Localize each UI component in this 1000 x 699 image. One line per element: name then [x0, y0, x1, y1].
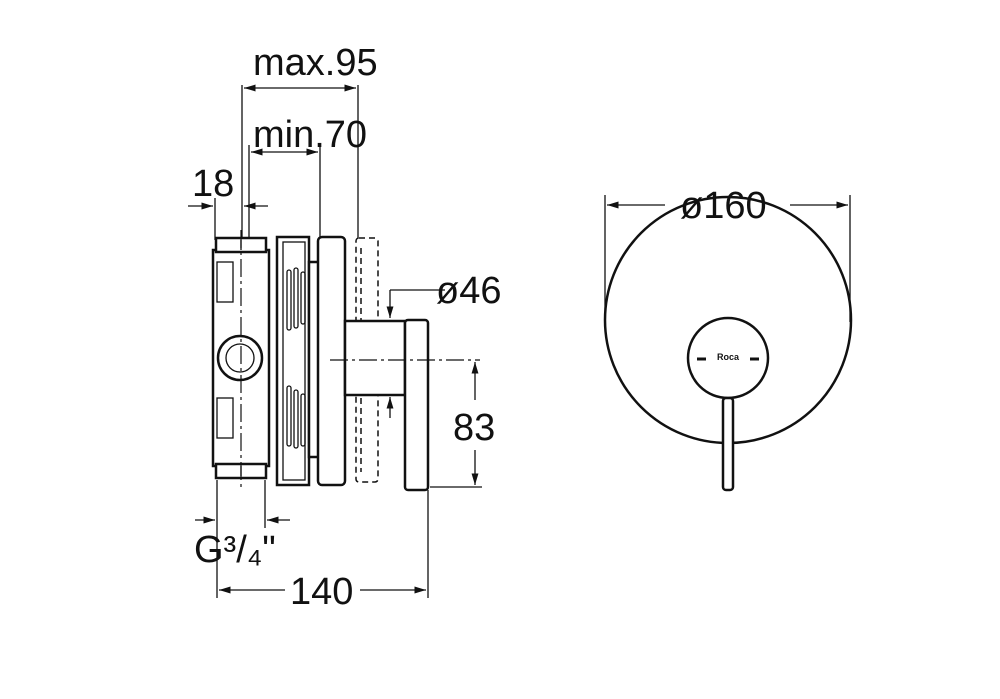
roca-logo: Roca: [717, 352, 740, 362]
dim-max-95: max.95: [253, 42, 378, 84]
side-view: max.95 min.70 18 ø46 83 G³/₄" 140: [188, 42, 501, 613]
dim-min-70: min.70: [253, 114, 367, 156]
wall-plate: [316, 235, 347, 487]
dim-18: 18: [192, 163, 234, 205]
dimension-lines: [188, 84, 479, 594]
dim-140: 140: [290, 571, 353, 613]
front-lever: [721, 396, 735, 492]
lever-handle: [403, 318, 430, 492]
valve-body: [211, 230, 321, 490]
dim-plate-diameter: ø160: [680, 185, 767, 227]
handle-stem: [343, 319, 407, 397]
front-view: ø160 Roca: [603, 185, 853, 492]
extension-lines: [214, 85, 482, 598]
dim-connection: G³/₄": [194, 529, 276, 571]
dim-handle-diameter: ø46: [436, 270, 501, 312]
dim-83: 83: [453, 407, 495, 449]
